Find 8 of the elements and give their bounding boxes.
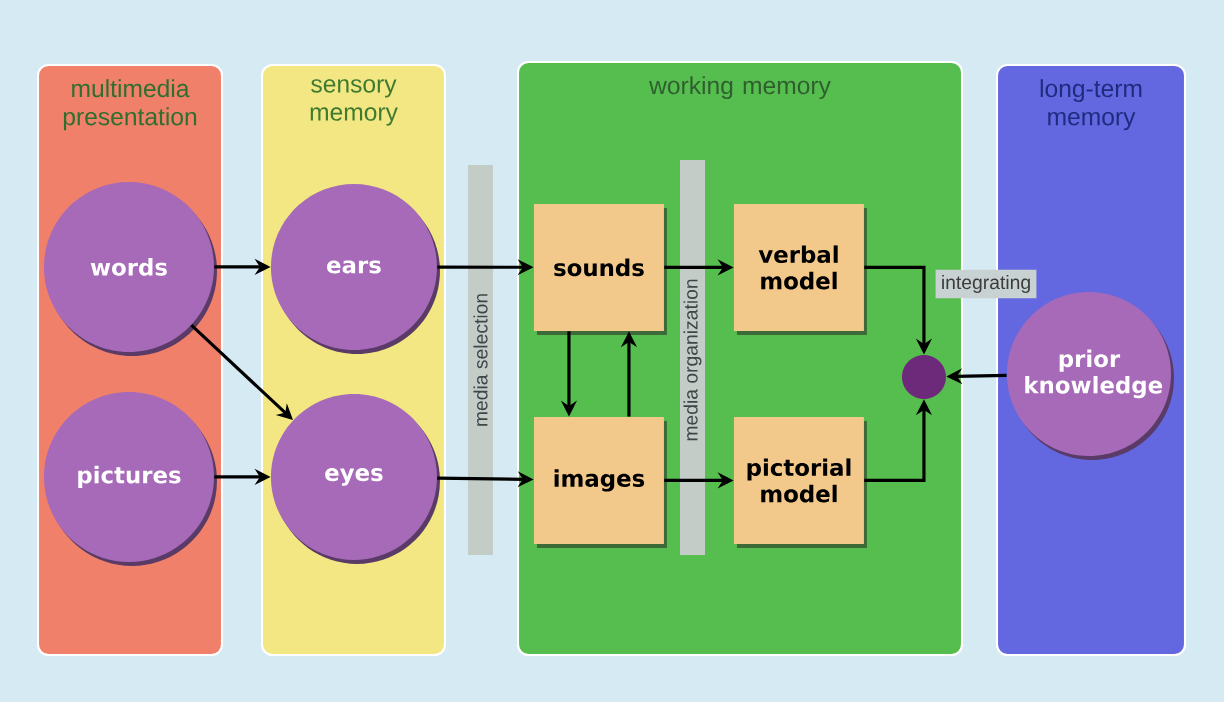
process-box: images: [533, 416, 667, 548]
band-label: media organization: [680, 160, 705, 555]
band-label: media selection: [468, 165, 493, 555]
tag-label: integrating: [935, 269, 1037, 299]
process-box: verbal model: [733, 203, 867, 335]
process-box: pictorial model: [733, 416, 867, 548]
process-box: sounds: [533, 203, 667, 335]
integration-dot: [901, 354, 946, 399]
